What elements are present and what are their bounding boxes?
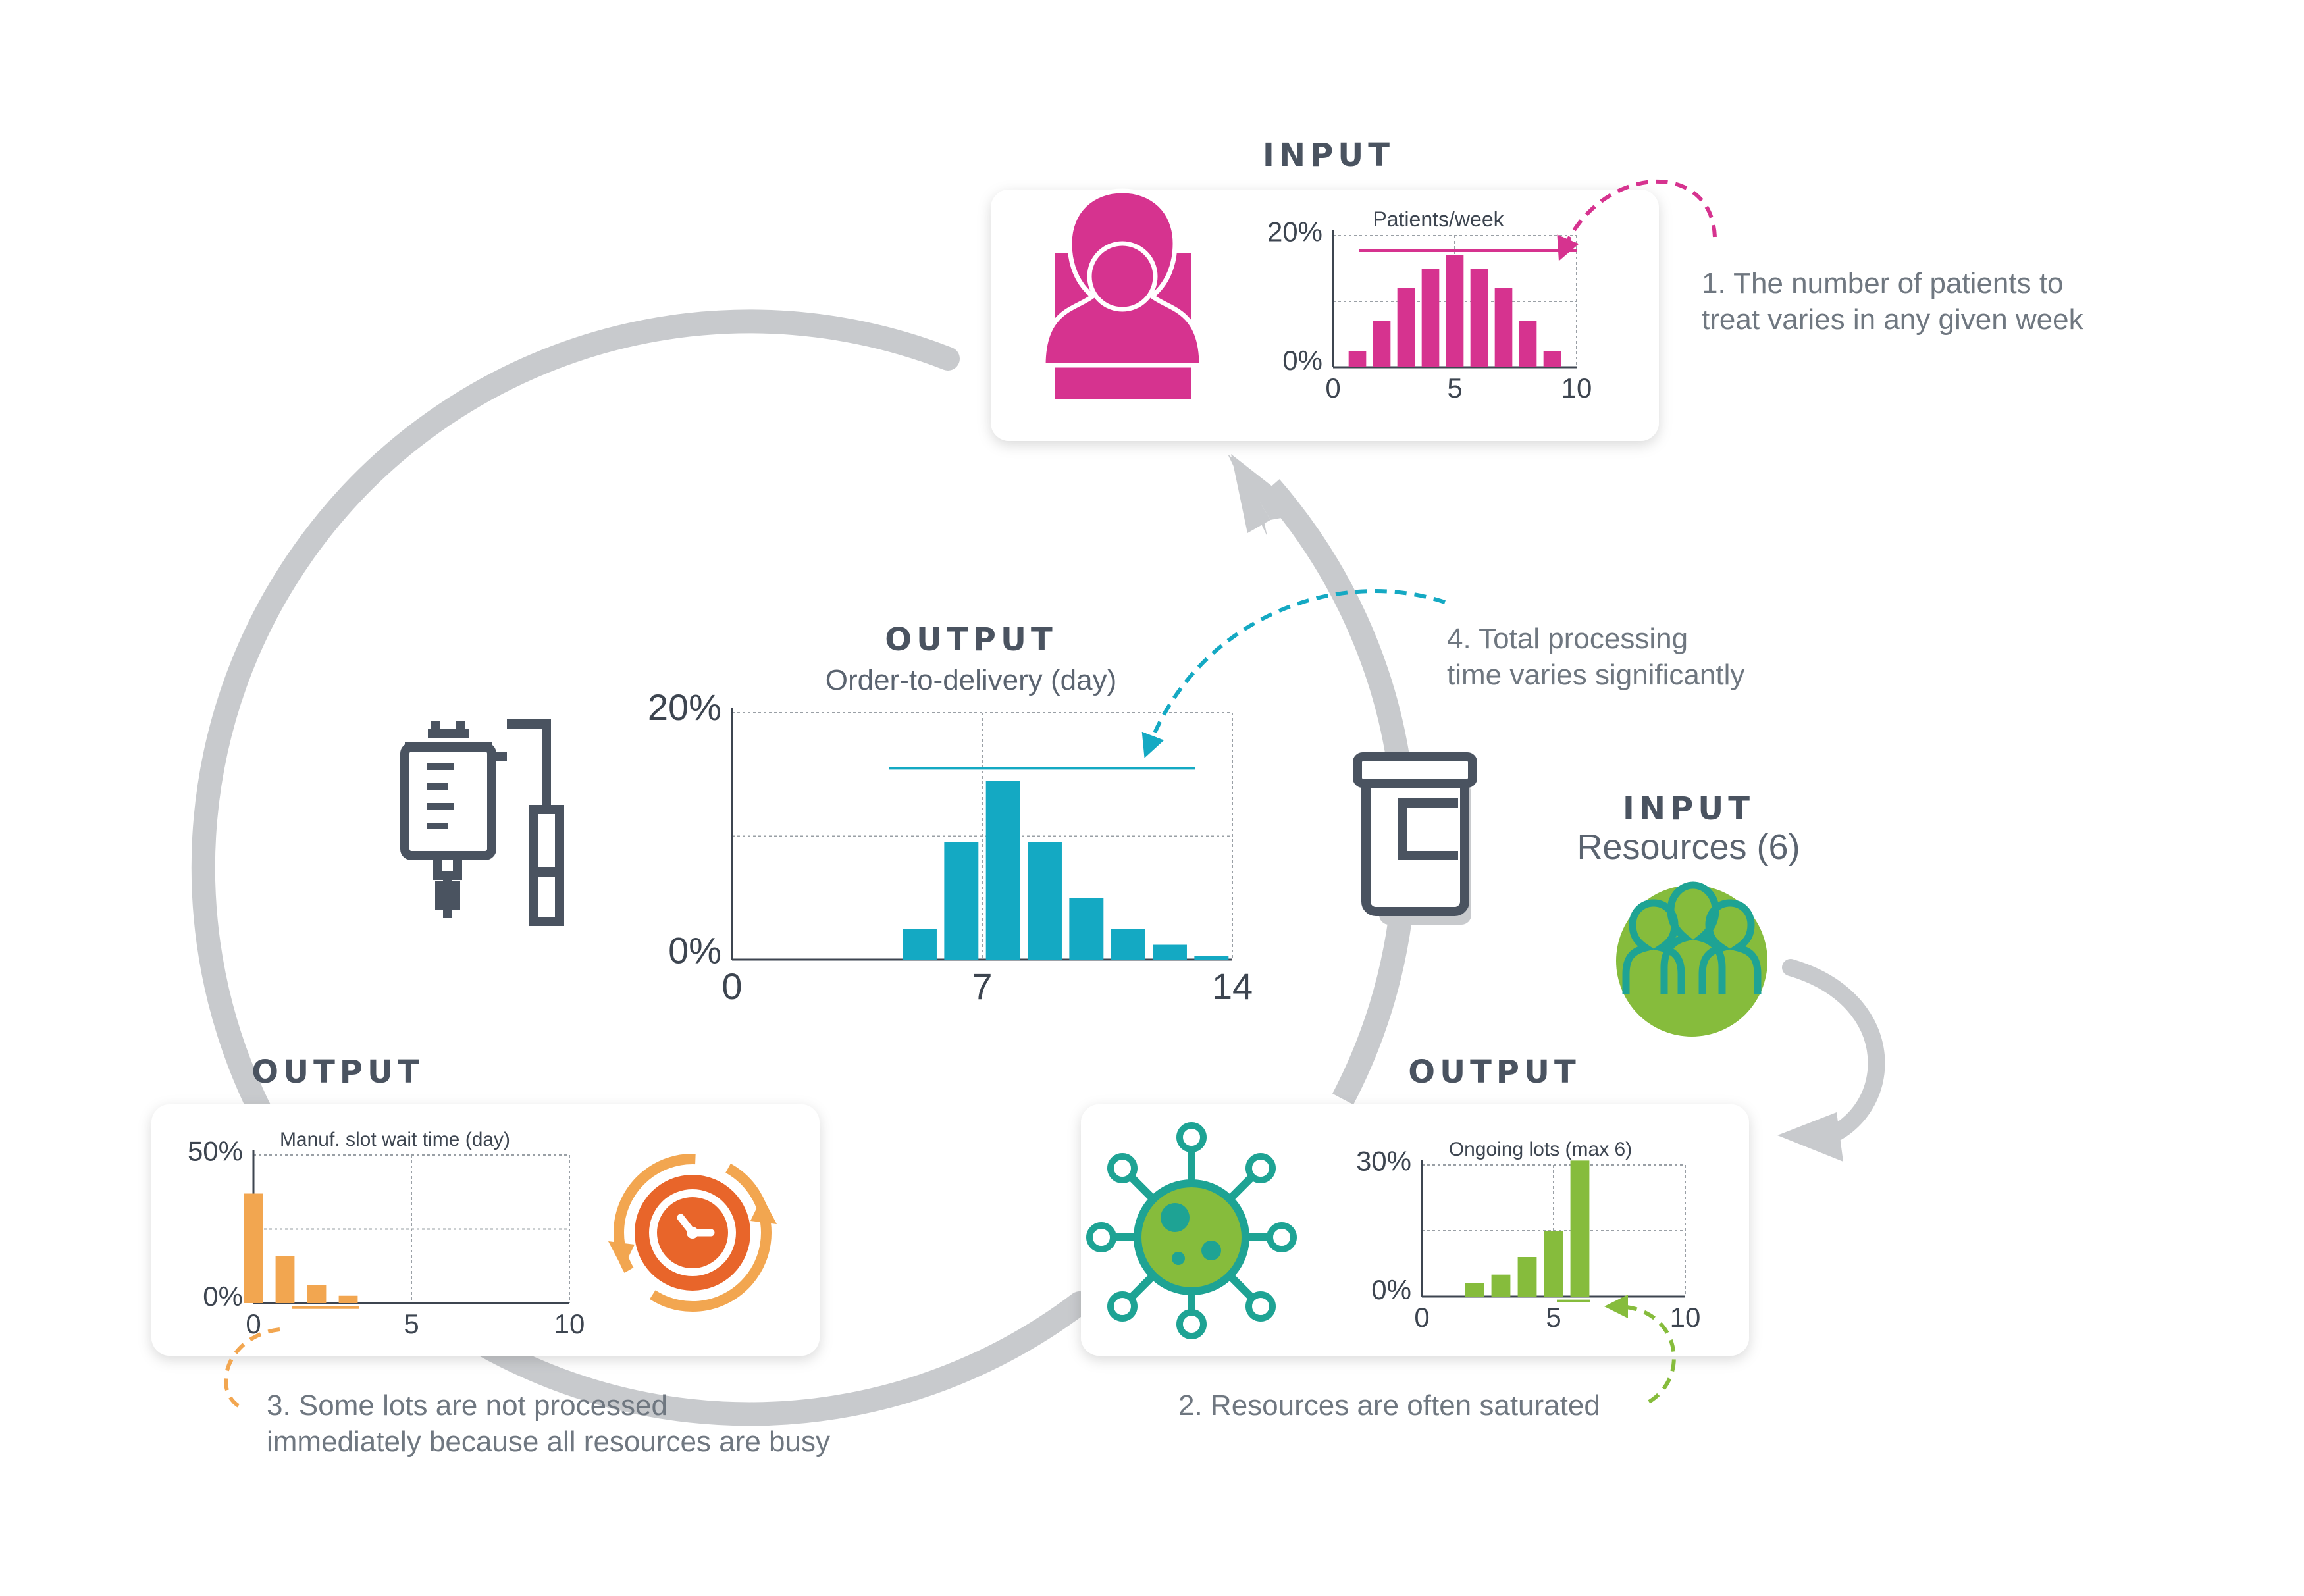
x-tick-label: 0: [246, 1308, 261, 1339]
bar: [1470, 269, 1488, 367]
chart-title: Ongoing lots (max 6): [1449, 1139, 1632, 1160]
bar: [1111, 929, 1145, 960]
patients-chart: Patients/week 20% 0%0 5 10: [1267, 207, 1592, 403]
bar: [985, 781, 1020, 960]
input-resources-subtitle: Resources (6): [1577, 827, 1800, 867]
note3-line2: immediately because all resources are bu…: [267, 1426, 830, 1458]
bar: [1494, 288, 1513, 367]
bar: [1517, 1257, 1537, 1297]
x-tick-label: 0: [1325, 373, 1340, 403]
y-tick-label: 20%: [648, 686, 721, 728]
output-delivery-heading: OUTPUT: [885, 621, 1057, 658]
note1-line1: 1. The number of patients to: [1702, 267, 2064, 299]
bar: [1028, 842, 1062, 960]
bar: [1373, 321, 1391, 367]
bar: [1519, 321, 1537, 367]
bar: [1421, 269, 1440, 367]
bar: [244, 1193, 263, 1303]
iv-bag-icon: [400, 719, 564, 926]
chart-title: Patients/week: [1373, 207, 1504, 231]
output-wait-heading: OUTPUT: [251, 1054, 423, 1091]
pill-bottle-icon: [1353, 752, 1477, 925]
y-tick-label: 30%: [1356, 1145, 1411, 1176]
x-tick-label: 5: [1447, 373, 1462, 403]
x-tick-label: 0: [721, 965, 742, 1007]
chart-title: Manuf. slot wait time (day): [280, 1129, 510, 1150]
bar: [307, 1285, 327, 1303]
x-tick-label: 10: [554, 1308, 585, 1339]
bar: [1570, 1160, 1590, 1297]
virus-cell-icon: [1086, 1122, 1297, 1339]
bar: [944, 842, 979, 960]
bar: [1069, 898, 1104, 960]
note3-line1: 3. Some lots are not processed: [267, 1389, 668, 1422]
wait-time-chart: Manuf. slot wait time (day) 50% 0%0 5 10: [188, 1129, 585, 1339]
bar: [1397, 288, 1415, 367]
note4-line1: 4. Total processing: [1447, 623, 1688, 655]
patient-icon: [1041, 188, 1204, 399]
note2-line1: 2. Resources are often saturated: [1178, 1389, 1600, 1422]
bar: [1543, 351, 1561, 367]
note4-arrow: [1141, 589, 1446, 758]
resources-arrow: [1777, 959, 1885, 1162]
cycle-timer-icon: [608, 1154, 777, 1312]
x-tick-label: 5: [1546, 1302, 1561, 1333]
note1-arrow: [1557, 179, 1717, 261]
y-tick-label: 0%: [203, 1281, 243, 1312]
bar: [903, 929, 937, 960]
x-tick-label: 10: [1670, 1302, 1701, 1333]
bar: [1491, 1274, 1511, 1297]
bar: [275, 1256, 295, 1303]
resources-team-icon: [1616, 881, 1767, 1037]
output-delivery-subtitle: Order-to-delivery (day): [825, 664, 1117, 696]
input-resources-heading: INPUT: [1623, 790, 1754, 827]
delivery-chart: 20% 0%0 7 14: [648, 686, 1253, 1007]
x-tick-label: 0: [1414, 1302, 1429, 1333]
x-tick-label: 7: [972, 965, 992, 1007]
y-tick-label: 20%: [1267, 216, 1322, 247]
bar: [1465, 1283, 1484, 1297]
note2-arrow: [1604, 1295, 1676, 1404]
x-tick-label: 5: [404, 1308, 419, 1339]
x-tick-label: 10: [1561, 373, 1592, 403]
bar: [1194, 956, 1229, 960]
y-tick-label: 50%: [188, 1135, 243, 1166]
note1-line2: treat varies in any given week: [1702, 303, 2084, 336]
input-patients-heading: INPUT: [1263, 137, 1394, 174]
bar: [1348, 351, 1367, 367]
output-lots-heading: OUTPUT: [1408, 1054, 1580, 1091]
note3-arrow: [224, 1327, 280, 1410]
note4-line2: time varies significantly: [1447, 659, 1744, 691]
x-tick-label: 14: [1212, 965, 1253, 1007]
bar: [1544, 1231, 1563, 1297]
bar: [338, 1295, 358, 1303]
y-tick-label: 0%: [668, 930, 721, 971]
y-tick-label: 0%: [1371, 1274, 1411, 1305]
bar: [1446, 255, 1464, 367]
ongoing-lots-chart: Ongoing lots (max 6) 30% 0%0 5 10: [1356, 1139, 1700, 1333]
y-tick-label: 0%: [1282, 345, 1322, 376]
bar: [1153, 944, 1187, 960]
